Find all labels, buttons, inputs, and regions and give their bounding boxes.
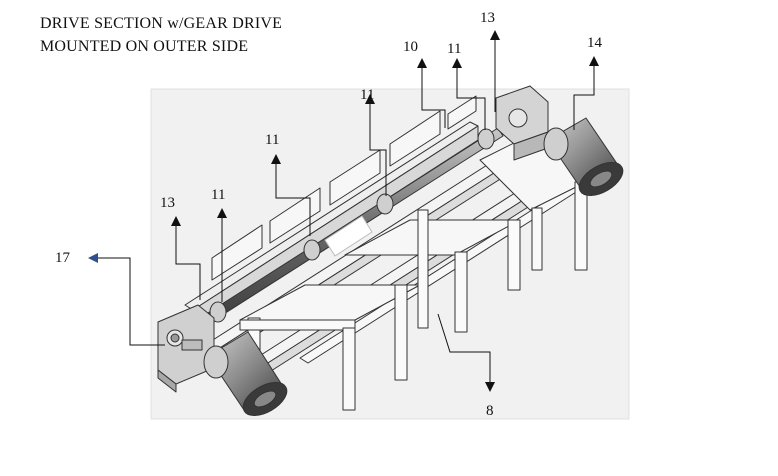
- leader-lines: [98, 40, 595, 382]
- bearing-11: [376, 193, 394, 215]
- bearing-11: [209, 301, 227, 323]
- callout-labels: 13 14 10 11 11 11 11 13 17 8: [55, 10, 603, 419]
- guard-plate: [447, 95, 477, 130]
- callout-14: 14: [587, 35, 603, 51]
- arrowhead: [88, 253, 98, 263]
- arrowhead: [417, 58, 427, 68]
- frame-front: [239, 129, 591, 411]
- leader-13-left: [175, 226, 201, 300]
- title-line-2: MOUNTED ON OUTER SIDE: [40, 38, 249, 55]
- arrowhead: [365, 94, 375, 104]
- callout-10: 10: [403, 39, 418, 55]
- gear-drive-left: [157, 304, 215, 393]
- arrowhead: [485, 382, 495, 392]
- leader-11-b: [369, 104, 387, 196]
- leader-17: [98, 257, 165, 346]
- leader-8: [437, 313, 491, 382]
- leader-14: [573, 66, 595, 130]
- callout-11-b: 11: [360, 87, 374, 103]
- guard-plate: [211, 224, 263, 281]
- bearing-11: [477, 128, 495, 150]
- leader-10: [421, 68, 446, 128]
- arrowhead: [452, 58, 462, 68]
- arrowhead: [171, 216, 181, 226]
- callout-11-d: 11: [211, 187, 225, 203]
- guard-plate: [389, 110, 441, 167]
- callout-11-c: 11: [265, 132, 279, 148]
- motor-14: [543, 117, 624, 196]
- arrowhead: [589, 56, 599, 66]
- title-line-1: DRIVE SECTION w/GEAR DRIVE: [40, 15, 283, 32]
- guard-plate: [269, 187, 321, 244]
- gear-drive-right: [495, 85, 549, 161]
- arrowheads: [88, 30, 599, 392]
- bearing-11: [303, 239, 321, 261]
- motor-left: [203, 331, 288, 416]
- callout-8: 8: [486, 403, 494, 419]
- machine-drawing: [157, 85, 624, 416]
- leader-11-c: [275, 164, 311, 236]
- leader-11-a: [456, 68, 486, 130]
- drive-shaft: [199, 127, 504, 327]
- callout-13-top: 13: [480, 10, 495, 26]
- arrowhead: [490, 30, 500, 40]
- arrowhead: [217, 208, 227, 218]
- arrowhead: [271, 154, 281, 164]
- callout-11-a: 11: [447, 41, 461, 57]
- callout-17: 17: [55, 250, 71, 266]
- callout-13-left: 13: [160, 195, 175, 211]
